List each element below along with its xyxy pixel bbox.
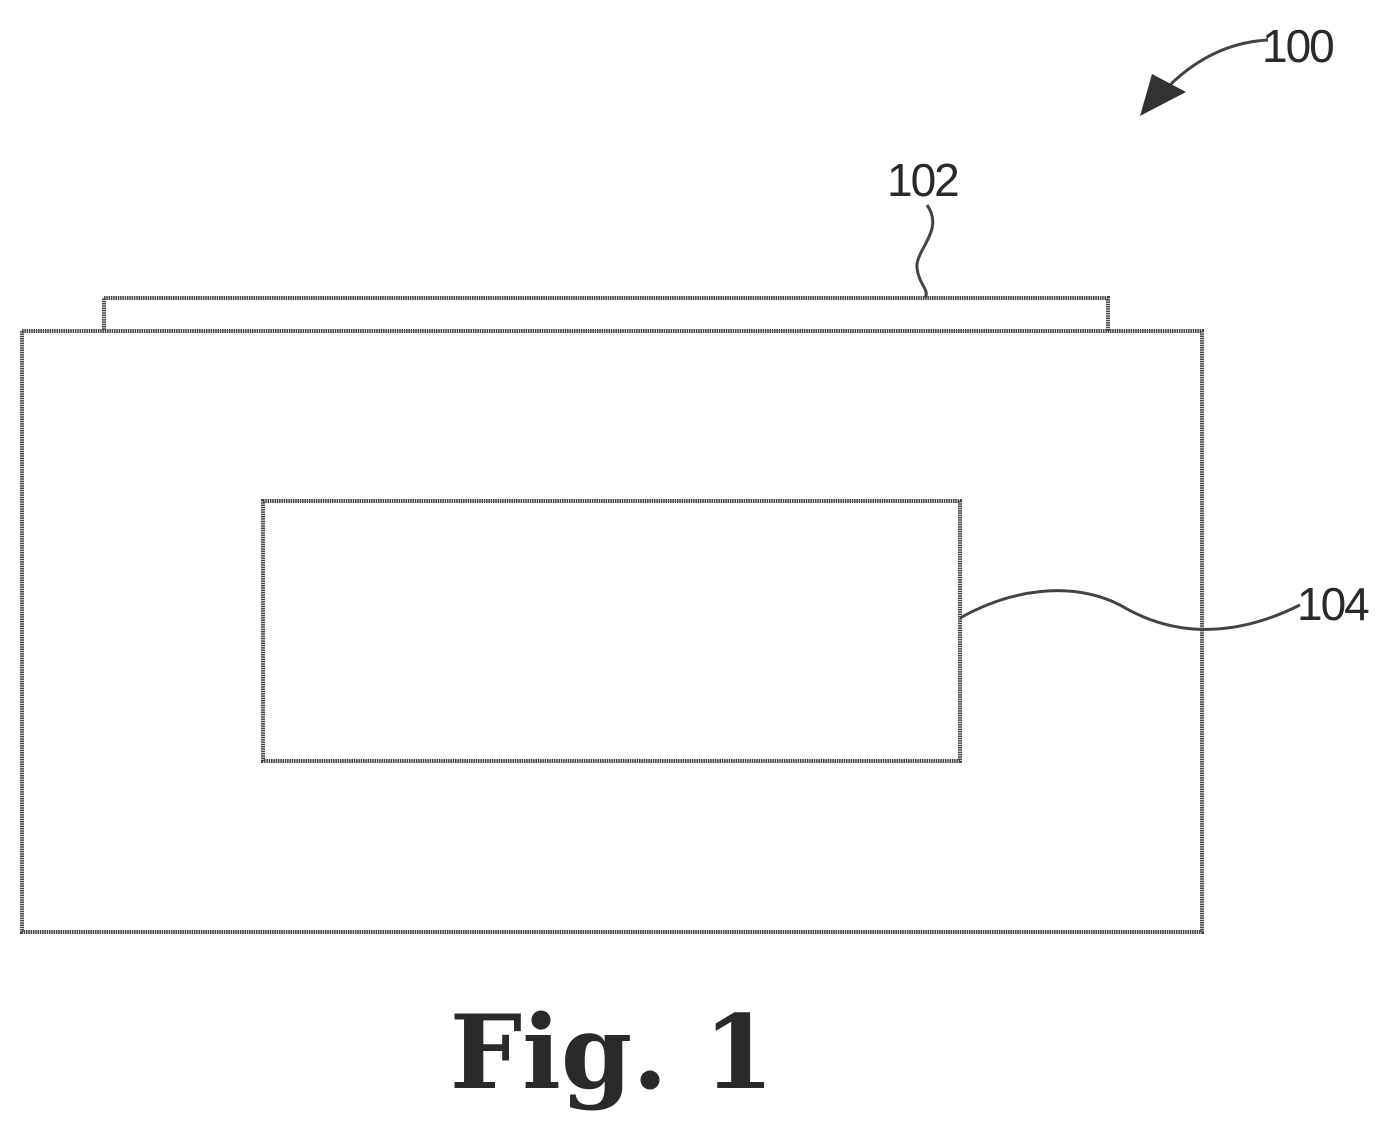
label-104: 104 — [1297, 578, 1369, 630]
arrow-100 — [1163, 40, 1268, 92]
label-102: 102 — [887, 154, 958, 206]
inner-element-104 — [263, 501, 960, 761]
figure-caption: Fig. 1 — [450, 993, 774, 1113]
leader-line-102 — [917, 205, 933, 298]
label-100: 100 — [1262, 20, 1333, 72]
arrowhead-100 — [1140, 74, 1186, 116]
